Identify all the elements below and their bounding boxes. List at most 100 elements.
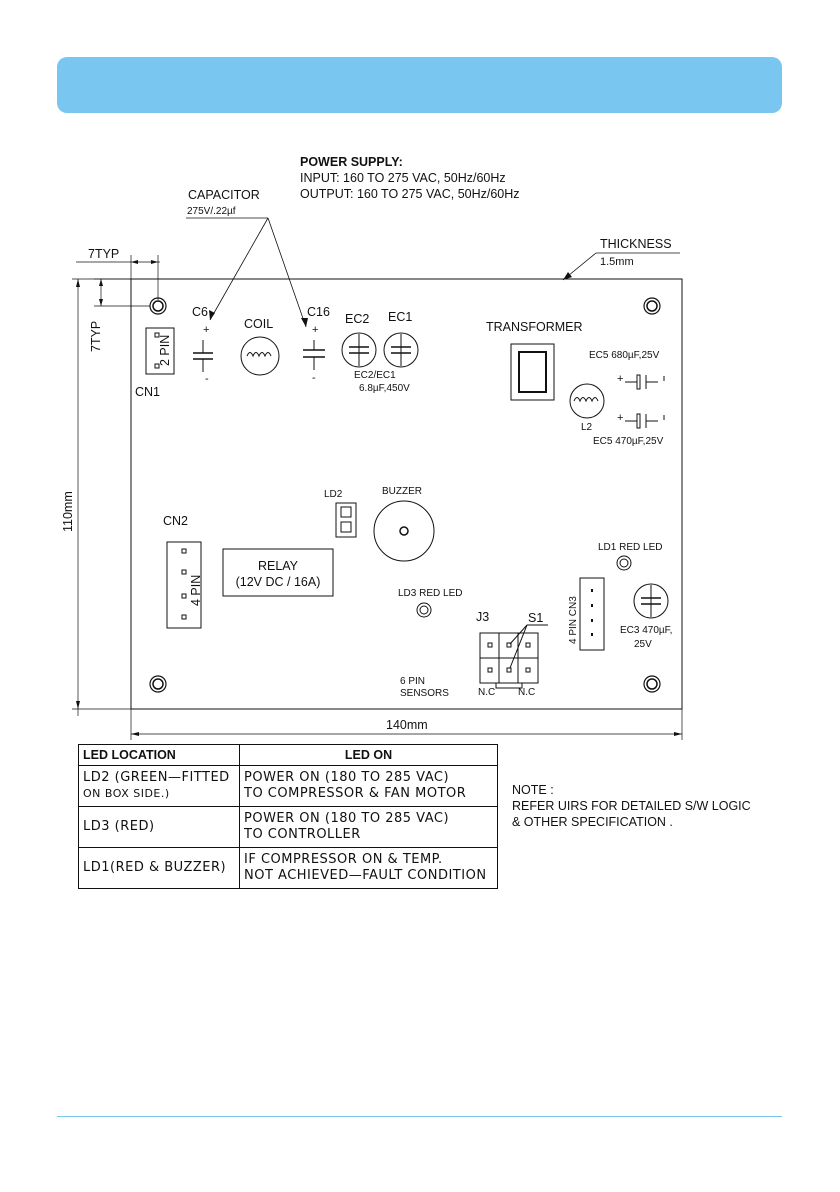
arrowhead xyxy=(131,260,138,264)
pin xyxy=(591,604,593,607)
pin xyxy=(591,619,593,622)
coil-symbol xyxy=(240,336,280,376)
ec5-bottom-capacitor: + xyxy=(617,412,665,429)
c16-plus: + xyxy=(312,324,318,336)
dim-7typ-vertical: 7TYP xyxy=(89,321,103,352)
cn3-connector xyxy=(579,577,605,651)
thickness-label: THICKNESS xyxy=(600,237,672,251)
arrowhead xyxy=(209,310,215,320)
relay-box xyxy=(222,548,334,597)
l2-label: L2 xyxy=(581,422,593,433)
sensors-label: SENSORS xyxy=(400,688,449,699)
capacitor-rating: 275V/.22µf xyxy=(187,206,236,217)
buzzer-symbol xyxy=(373,500,435,562)
ec5-top-label: EC5 680µF,25V xyxy=(589,350,660,361)
table-row: LD3 (RED) POWER ON (180 TO 285 VAC) TO C… xyxy=(78,806,498,848)
pin xyxy=(154,332,160,338)
ec5-bottom-label: EC5 470µF,25V xyxy=(593,436,664,447)
led-table: LED LOCATION LED ON LD2 (GREEN—FITTED ON… xyxy=(78,744,498,889)
l2-inductor xyxy=(569,383,605,419)
plus-sign: + xyxy=(617,373,623,385)
transformer-symbol xyxy=(510,343,555,401)
nc-left-label: N.C xyxy=(478,687,495,698)
led-on-line: NOT ACHIEVED—FAULT CONDITION xyxy=(244,868,487,883)
pin xyxy=(181,614,187,620)
cn1-connector xyxy=(145,327,175,375)
ld1-led xyxy=(616,555,632,571)
relay-label: RELAY xyxy=(258,559,299,573)
ec1-label: EC1 xyxy=(388,310,412,324)
arrowhead xyxy=(99,279,103,286)
led-on-line: IF COMPRESSOR ON & TEMP. xyxy=(244,852,443,867)
led-on-cell: IF COMPRESSOR ON & TEMP. NOT ACHIEVED—FA… xyxy=(239,847,498,889)
led-location-line: LD2 (GREEN—FITTED xyxy=(83,770,230,785)
ec1-capacitor xyxy=(383,332,419,368)
arrowhead xyxy=(131,732,139,736)
note-line: REFER UIRS FOR DETAILED S/W LOGIC xyxy=(512,799,751,813)
arrowhead xyxy=(301,318,308,327)
table-row: LD2 (GREEN—FITTED ON BOX SIDE.) POWER ON… xyxy=(78,765,498,807)
buzzer-label: BUZZER xyxy=(382,486,422,497)
pcb-outline xyxy=(130,278,683,710)
coil-label: COIL xyxy=(244,317,273,331)
relay-rating: (12V DC / 16A) xyxy=(236,575,321,589)
capacitor-arrow-c16 xyxy=(267,217,307,328)
led-on-cell: POWER ON (180 TO 285 VAC) TO COMPRESSOR … xyxy=(239,765,498,807)
capacitor-arrow-c6 xyxy=(209,217,269,321)
cn2-label: CN2 xyxy=(163,514,188,528)
c6-plus: + xyxy=(203,324,209,336)
cn3-label: 4 PIN CN3 xyxy=(568,596,579,644)
pin xyxy=(154,363,160,369)
header-banner xyxy=(57,57,782,113)
j3-label: J3 xyxy=(476,610,489,624)
mounting-hole-top-left xyxy=(149,297,167,315)
note-block: NOTE : REFER UIRS FOR DETAILED S/W LOGIC… xyxy=(512,782,751,830)
coil-icon xyxy=(246,352,272,358)
arrowhead xyxy=(76,701,80,709)
s1-label: S1 xyxy=(528,611,543,625)
table-row: LD1(RED & BUZZER) IF COMPRESSOR ON & TEM… xyxy=(78,847,498,889)
led-location-line: LD1(RED & BUZZER) xyxy=(83,860,227,875)
led-location-line: LD3 (RED) xyxy=(83,819,155,834)
c16-label: C16 xyxy=(307,305,330,319)
led-on-line: TO COMPRESSOR & FAN MOTOR xyxy=(244,786,467,801)
c16-minus: - xyxy=(312,372,316,384)
nc-right-label: N.C xyxy=(518,687,535,698)
ec3-capacitor xyxy=(633,583,669,619)
ld2-label: LD2 xyxy=(324,489,343,500)
ld1-label: LD1 RED LED xyxy=(598,542,662,553)
pin xyxy=(181,569,187,575)
ec2-capacitor xyxy=(341,332,377,368)
note-title: NOTE : xyxy=(512,783,554,797)
led-on-line: POWER ON (180 TO 285 VAC) xyxy=(244,811,450,826)
pin xyxy=(181,548,187,554)
arrowhead xyxy=(674,732,682,736)
ld3-label: LD3 RED LED xyxy=(398,588,462,599)
c6-minus: - xyxy=(205,373,209,385)
led-on-cell: POWER ON (180 TO 285 VAC) TO CONTROLLER xyxy=(239,806,498,848)
dim-7typ-horizontal: 7TYP xyxy=(88,247,119,261)
arrowhead xyxy=(151,260,158,264)
led-table-header: LED LOCATION LED ON xyxy=(78,744,498,766)
cn2-pins-label: 4 PIN xyxy=(189,575,203,606)
led-location-line: ON BOX SIDE.) xyxy=(83,787,170,800)
pin xyxy=(591,589,593,592)
sensors-count: 6 PIN xyxy=(400,676,425,687)
ec3-voltage: 25V xyxy=(634,639,652,650)
power-supply-output: OUTPUT: 160 TO 275 VAC, 50Hz/60Hz xyxy=(300,187,520,201)
dim-110mm: 110mm xyxy=(61,491,75,532)
ec2-label: EC2 xyxy=(345,312,369,326)
mounting-hole-bottom-right xyxy=(643,675,661,693)
led-location-header: LED LOCATION xyxy=(78,744,240,766)
transformer-label: TRANSFORMER xyxy=(486,320,583,334)
led-location-cell: LD3 (RED) xyxy=(78,806,240,848)
ld2-led xyxy=(335,502,357,538)
ld3-led xyxy=(416,602,432,618)
arrowhead xyxy=(99,299,103,306)
led-on-line: TO CONTROLLER xyxy=(244,827,361,842)
thickness-value: 1.5mm xyxy=(600,256,634,268)
ec2ec1-rating: 6.8µF,450V xyxy=(359,383,410,394)
cn1-pins-label: 2 PIN xyxy=(158,335,172,366)
footer-rule xyxy=(57,1116,782,1117)
